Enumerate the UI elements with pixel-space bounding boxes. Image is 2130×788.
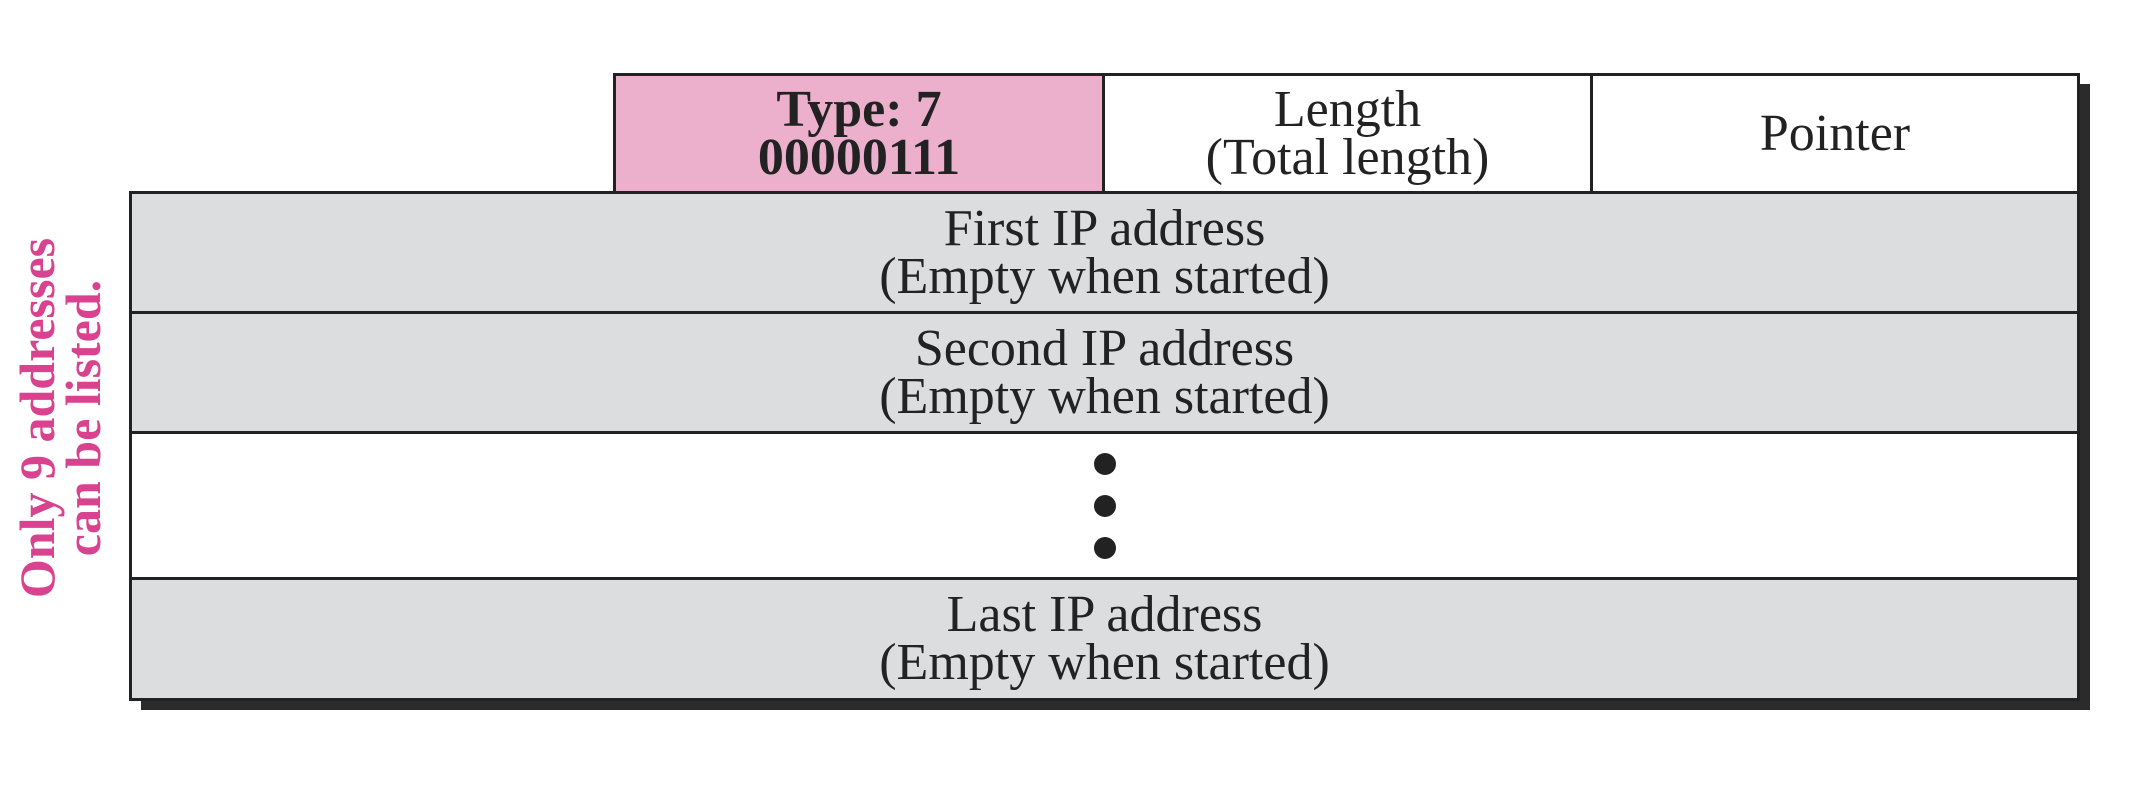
side-note-text: Only 9 addresses can be listed.: [9, 237, 112, 599]
last-ip-address-label: Last IP address: [946, 586, 1263, 643]
last-ip-address-note: (Empty when started): [879, 634, 1330, 691]
second-ip-address-note: (Empty when started): [879, 367, 1330, 425]
ellipsis-dot: [1093, 536, 1116, 559]
side-note-line-1: Only 9 addresses: [9, 237, 66, 599]
length-field: Length (Total length): [1102, 73, 1593, 194]
ellipsis-row: [129, 431, 2080, 580]
side-note-line-2: can be listed.: [55, 279, 112, 557]
last-ip-address-row: Last IP address (Empty when started): [129, 577, 2080, 701]
length-field-note: (Total length): [1205, 128, 1490, 186]
second-ip-address-label: Second IP address: [914, 319, 1295, 377]
first-ip-address-note: (Empty when started): [879, 247, 1330, 305]
type-field-code: 00000111: [757, 128, 961, 186]
type-field-label: Type: 7: [776, 80, 942, 138]
first-ip-address-row: First IP address (Empty when started): [129, 191, 2080, 314]
ellipsis-dot: [1093, 452, 1116, 475]
vertical-ellipsis-icon: [1093, 452, 1116, 559]
length-field-label: Length: [1273, 80, 1422, 138]
type-field: Type: 7 00000111: [613, 73, 1105, 194]
ellipsis-dot: [1093, 494, 1116, 517]
second-ip-address-row: Second IP address (Empty when started): [129, 311, 2080, 434]
pointer-field-label: Pointer: [1759, 104, 1911, 162]
first-ip-address-label: First IP address: [943, 199, 1266, 257]
side-note: Only 9 addresses can be listed.: [9, 208, 112, 628]
pointer-field: Pointer: [1590, 73, 2080, 194]
